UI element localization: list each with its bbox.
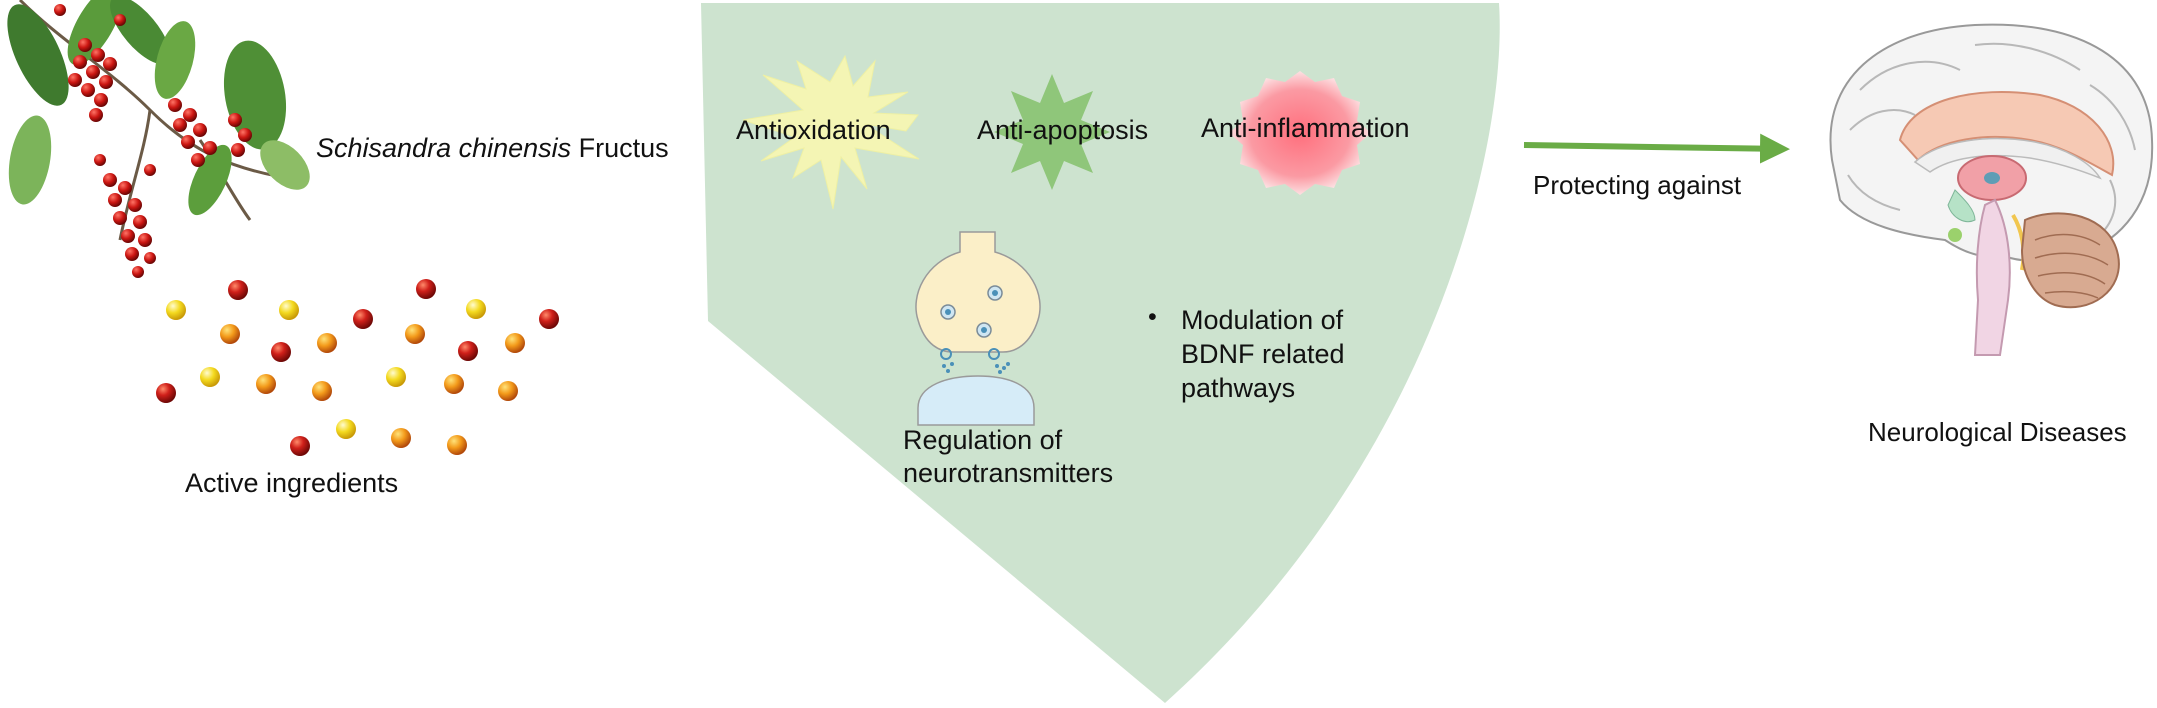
- pituitary: [1948, 228, 1962, 242]
- gyri-lines: [1847, 42, 2136, 236]
- thalamus-center: [1984, 172, 2000, 184]
- species-italic-name: Schisandra chinensis: [316, 133, 572, 163]
- presynaptic-terminal: [915, 231, 1041, 353]
- bdnf-modulation-label: Modulation of BDNF related pathways: [1181, 303, 1345, 405]
- cerebellum-folia: [2034, 233, 2109, 299]
- berry-clusters: [54, 4, 252, 278]
- anti-inflammation-label: Anti-inflammation: [1201, 113, 1410, 143]
- released-neurotransmitters: [940, 348, 1010, 374]
- active-ingredient-spheres: [156, 279, 559, 456]
- neurotransmitter-regulation-label: Regulation of neurotransmitters: [903, 424, 1113, 490]
- antioxidation-label: Antioxidation: [736, 115, 891, 145]
- antioxidation-burst: [742, 54, 920, 210]
- species-label: Schisandra chinensis Fructus: [316, 133, 669, 164]
- neurotransmitter-line-1: Regulation of: [903, 425, 1063, 455]
- neurotransmitter-line-2: neurotransmitters: [903, 458, 1114, 488]
- anti-inflammation-burst: [1229, 71, 1371, 195]
- synaptic-vesicles: [940, 285, 1003, 338]
- brain-sagittal-illustration: [1829, 23, 2154, 356]
- cingulate-gyrus: [1898, 91, 2115, 177]
- species-suffix: Fructus: [571, 133, 669, 163]
- schisandra-plant-illustration: [7, 0, 310, 278]
- bdnf-line-2: BDNF related: [1181, 339, 1345, 369]
- bdnf-line-1: Modulation of: [1181, 305, 1344, 335]
- corpus-callosum: [1913, 137, 2102, 180]
- brainstem: [1973, 198, 2011, 356]
- anti-apoptosis-star: [994, 74, 1110, 190]
- active-ingredients-label: Active ingredients: [185, 468, 399, 498]
- plant-leaves: [7, 0, 310, 216]
- protecting-against-label: Protecting against: [1533, 170, 1742, 200]
- postsynaptic-membrane: [917, 375, 1035, 426]
- bdnf-bullet: •: [1148, 303, 1157, 331]
- hypothalamus: [1947, 189, 1976, 223]
- synapse-illustration: [915, 231, 1041, 426]
- neurological-diseases-label: Neurological Diseases: [1868, 417, 2127, 447]
- anti-apoptosis-label: Anti-apoptosis: [977, 115, 1149, 145]
- bdnf-line-3: pathways: [1181, 373, 1296, 403]
- protecting-arrow: [1523, 133, 1790, 164]
